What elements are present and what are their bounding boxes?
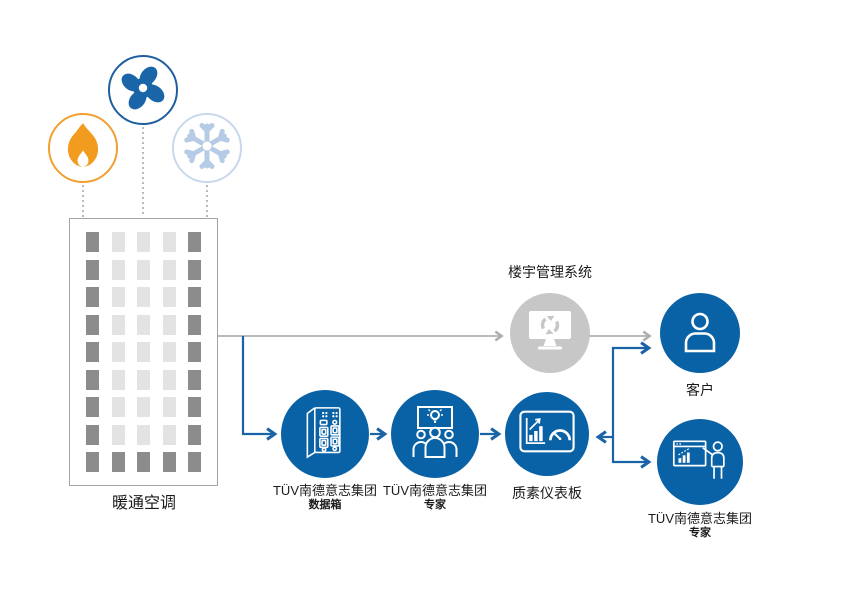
window: [86, 397, 99, 417]
bms-node: [510, 293, 590, 373]
building-windows: [86, 232, 201, 472]
window: [111, 424, 125, 445]
databox-label: TÜV南德意志集团 数据箱: [245, 483, 405, 513]
dashboard-node: [505, 392, 589, 476]
window: [137, 232, 150, 252]
window: [86, 259, 99, 280]
person-icon: [676, 307, 724, 360]
chart-gauge-icon: [518, 409, 576, 459]
experts-label: TÜV南德意志集团 专家: [355, 483, 515, 513]
experts-label-line2: 专家: [424, 499, 446, 512]
window: [86, 287, 99, 307]
window: [188, 342, 201, 362]
window: [188, 314, 201, 335]
fan-icon: [117, 62, 169, 119]
window: [162, 397, 176, 417]
window: [162, 342, 176, 362]
cooling-source: [172, 113, 242, 183]
window: [86, 369, 99, 390]
bms-label: 楼宇管理系统: [508, 264, 592, 280]
window: [86, 232, 99, 252]
databox-label-line1: TÜV南德意志集团: [272, 483, 377, 498]
remote-expert-node: [657, 419, 743, 505]
ventilation-source: [108, 55, 178, 125]
window: [188, 397, 201, 417]
presenter-icon: [671, 434, 729, 491]
window: [162, 369, 176, 390]
window: [86, 424, 99, 445]
snowflake-icon: [182, 121, 232, 176]
window: [137, 424, 150, 445]
window: [111, 314, 125, 335]
monitor-sync-icon: [524, 309, 576, 358]
window: [86, 342, 99, 362]
window: [162, 259, 176, 280]
window: [86, 314, 99, 335]
window: [137, 259, 150, 280]
window: [111, 397, 125, 417]
dashboard-label: 质素仪表板: [512, 485, 582, 501]
experts-label-line1: TÜV南德意志集团: [382, 483, 487, 498]
window: [162, 424, 176, 445]
window: [188, 232, 201, 252]
window: [137, 397, 150, 417]
remote-expert-label-line1: TÜV南德意志集团: [647, 511, 752, 526]
databox-node: [281, 390, 369, 478]
databox-label-line2: 数据箱: [308, 499, 342, 512]
heating-source: [48, 113, 118, 183]
window: [188, 369, 201, 390]
data-gateway-icon: [299, 404, 351, 465]
window: [162, 287, 176, 307]
window: [111, 342, 125, 362]
hvac-label: 暖通空调: [111, 495, 176, 512]
window: [111, 369, 125, 390]
window: [162, 232, 176, 252]
window: [137, 342, 150, 362]
remote-expert-label-line2: 专家: [689, 527, 711, 540]
window: [188, 259, 201, 280]
window: [111, 452, 125, 472]
remote-expert-label: TÜV南德意志集团 专家: [620, 511, 780, 541]
window: [137, 314, 150, 335]
window: [111, 287, 125, 307]
window: [188, 452, 201, 472]
customer-label: 客户: [686, 382, 714, 398]
window: [162, 314, 176, 335]
window: [137, 369, 150, 390]
window: [188, 424, 201, 445]
window: [111, 259, 125, 280]
window: [188, 287, 201, 307]
building: [69, 218, 218, 486]
team-idea-icon: [407, 405, 463, 464]
window: [162, 452, 176, 472]
flame-icon: [60, 121, 106, 176]
window: [86, 452, 99, 472]
window: [137, 287, 150, 307]
window: [137, 452, 150, 472]
experts-node: [391, 390, 479, 478]
window: [111, 232, 125, 252]
customer-node: [660, 293, 740, 373]
